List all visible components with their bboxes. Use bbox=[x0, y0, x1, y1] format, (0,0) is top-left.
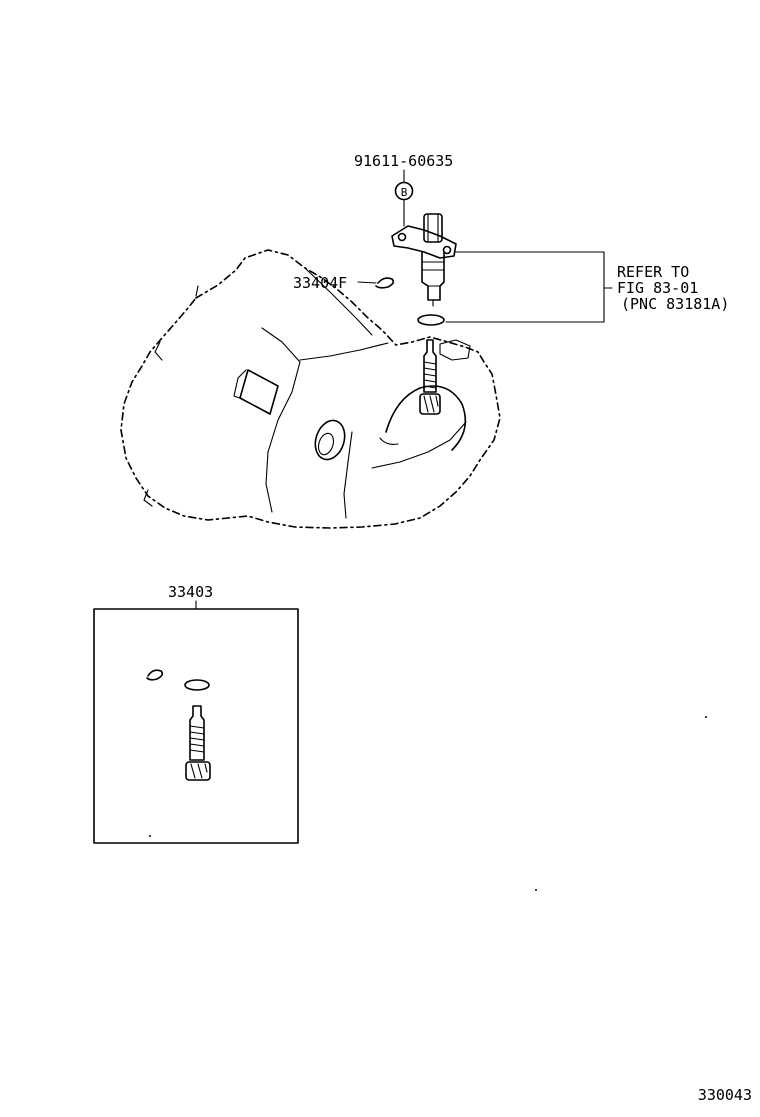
kit-part-number: 33403 bbox=[168, 583, 213, 601]
repair-kit: 33403 bbox=[93, 583, 299, 844]
figure-number: 330043 bbox=[698, 1086, 752, 1104]
bellhousing-ridge bbox=[261, 327, 301, 513]
kit-o-ring bbox=[184, 679, 210, 691]
leader-lines bbox=[357, 169, 613, 323]
bolt-part-number: 91611-60635 bbox=[354, 152, 453, 170]
driven-gear-shaft bbox=[423, 339, 437, 393]
driven-gear bbox=[419, 339, 441, 415]
clip-33404f bbox=[375, 277, 395, 289]
sensor-flange bbox=[391, 225, 457, 259]
case-mount-lip bbox=[439, 339, 471, 361]
kit-clip bbox=[146, 669, 164, 681]
case-rib-upper bbox=[299, 342, 389, 361]
transmission-case bbox=[120, 249, 501, 529]
speed-sensor bbox=[391, 213, 457, 307]
reference-line-2: FIG 83-01 bbox=[617, 279, 698, 297]
kit-box bbox=[93, 608, 299, 844]
inspection-window bbox=[233, 369, 279, 415]
kit-driven-gear bbox=[185, 705, 211, 781]
bolt-marker: B bbox=[394, 181, 414, 201]
driven-gear-teeth bbox=[419, 393, 441, 415]
reference-line-1: REFER TO bbox=[617, 263, 689, 281]
case-bottom-line bbox=[371, 421, 467, 469]
clip-part-number: 33404F bbox=[293, 274, 347, 292]
o-ring bbox=[417, 314, 445, 326]
case-inner-edge bbox=[304, 267, 373, 336]
case-oval-boss bbox=[314, 419, 346, 461]
case-flange-bumps bbox=[143, 285, 199, 507]
reference-bracket bbox=[445, 251, 605, 323]
transmission-case-outline bbox=[120, 249, 501, 529]
reference-line-3: (PNC 83181A) bbox=[621, 295, 729, 313]
sensor-boss bbox=[385, 385, 467, 451]
bolt-marker-letter: B bbox=[401, 186, 408, 199]
sensor-connector bbox=[423, 213, 443, 243]
case-lower-seam bbox=[343, 431, 353, 519]
sensor-body bbox=[421, 251, 445, 301]
